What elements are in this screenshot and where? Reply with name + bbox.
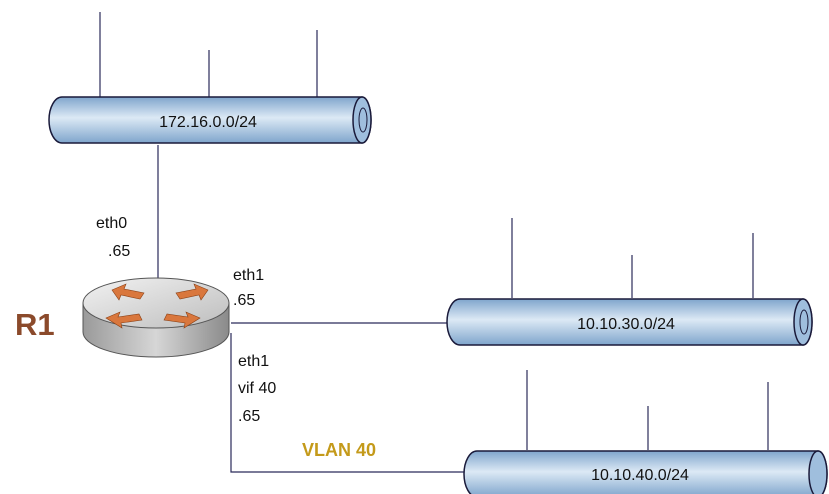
iface-vif-id: vif 40 xyxy=(238,380,276,397)
iface-eth0-addr: .65 xyxy=(108,243,130,260)
network-bus-172: 172.16.0.0/24 xyxy=(48,96,372,144)
vlan-label: VLAN 40 xyxy=(302,440,376,460)
network-bus-10-10-30: 10.10.30.0/24 xyxy=(446,298,813,346)
host-drops xyxy=(99,12,769,450)
iface-eth0-name: eth0 xyxy=(96,215,127,232)
network-label: 172.16.0.0/24 xyxy=(159,114,257,131)
iface-vif-addr: .65 xyxy=(238,408,260,425)
router-name: R1 xyxy=(15,307,55,342)
iface-vif-name: eth1 xyxy=(238,353,269,370)
link-vlan40 xyxy=(230,333,466,473)
network-label: 10.10.40.0/24 xyxy=(591,467,689,484)
network-label: 10.10.30.0/24 xyxy=(577,316,675,333)
network-bus-10-10-40: 10.10.40.0/24 xyxy=(463,450,828,494)
iface-eth1-name: eth1 xyxy=(233,267,264,284)
iface-eth1-addr: .65 xyxy=(233,292,255,309)
links xyxy=(157,145,466,473)
router-icon xyxy=(82,277,230,358)
